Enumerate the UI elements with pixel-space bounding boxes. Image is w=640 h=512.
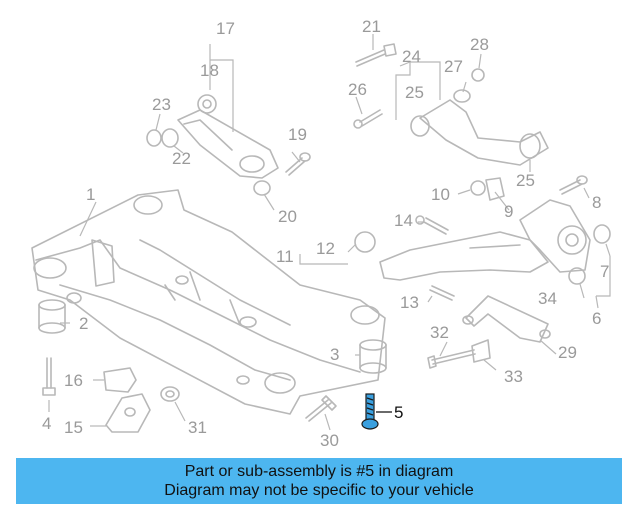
callout-2: 2 bbox=[79, 314, 88, 333]
callout-30: 30 bbox=[320, 431, 339, 450]
callout-33: 33 bbox=[504, 367, 523, 386]
callout-27: 27 bbox=[444, 57, 463, 76]
bushing-7-part bbox=[593, 224, 611, 244]
callout-31: 31 bbox=[188, 418, 207, 437]
nut-23-part bbox=[146, 129, 162, 147]
callout-13: 13 bbox=[400, 293, 419, 312]
callout-9: 9 bbox=[504, 202, 513, 221]
callout-1: 1 bbox=[86, 185, 95, 204]
callout-3: 3 bbox=[330, 345, 339, 364]
callout-19: 19 bbox=[288, 125, 307, 144]
callout-8: 8 bbox=[592, 193, 601, 212]
callout-17: 17 bbox=[216, 19, 235, 38]
bushing-2-part bbox=[38, 299, 66, 334]
bolt-32-part bbox=[427, 349, 476, 369]
control-arm-24-part bbox=[410, 99, 549, 166]
callout-16: 16 bbox=[64, 371, 83, 390]
bushing-3-part bbox=[359, 339, 387, 374]
callout-7: 7 bbox=[600, 262, 609, 281]
nut-28-part bbox=[471, 68, 485, 82]
subframe-part bbox=[31, 189, 386, 415]
bushing-20-part bbox=[253, 180, 271, 196]
bushing-18-part bbox=[197, 94, 217, 114]
washer-22-part bbox=[161, 128, 179, 148]
knuckle-part bbox=[519, 199, 591, 273]
callout-5: 5 bbox=[394, 403, 403, 422]
bracket-33-part bbox=[471, 339, 491, 363]
callout-25-lower: 25 bbox=[516, 171, 535, 190]
callout-21: 21 bbox=[362, 17, 381, 36]
bolt-26-part bbox=[353, 109, 383, 129]
bolt-4-part bbox=[42, 357, 56, 396]
bolt-13-part bbox=[429, 285, 455, 301]
link-29-part bbox=[462, 295, 551, 343]
callout-18: 18 bbox=[200, 61, 219, 80]
callout-26: 26 bbox=[348, 80, 367, 99]
bolt-19-part bbox=[285, 152, 311, 176]
callout-11: 11 bbox=[276, 247, 294, 266]
callout-29: 29 bbox=[558, 343, 577, 362]
lower-arm-11-part bbox=[354, 231, 549, 281]
bracket-15-part bbox=[105, 393, 151, 433]
callout-4: 4 bbox=[42, 414, 51, 433]
callout-15: 15 bbox=[64, 418, 83, 437]
callout-6: 6 bbox=[592, 309, 601, 328]
info-banner: Part or sub-assembly is #5 in diagram Di… bbox=[16, 458, 622, 504]
bushing-10-part bbox=[470, 180, 486, 196]
callout-14: 14 bbox=[394, 211, 413, 230]
callout-22: 22 bbox=[172, 149, 191, 168]
callout-20: 20 bbox=[278, 207, 297, 226]
callout-10: 10 bbox=[431, 185, 450, 204]
callout-34: 34 bbox=[538, 289, 557, 308]
callout-24: 24 bbox=[402, 47, 421, 66]
callout-28: 28 bbox=[470, 35, 489, 54]
bolt-5-highlighted bbox=[361, 393, 379, 430]
bushing-34-part bbox=[568, 267, 586, 285]
callout-23: 23 bbox=[152, 95, 171, 114]
callout-25-upper: 25 bbox=[405, 83, 424, 102]
bracket-9-part bbox=[485, 177, 505, 201]
banner-line-2: Diagram may not be specific to your vehi… bbox=[164, 482, 474, 499]
control-arm-17-part bbox=[177, 109, 279, 179]
bolt-8-part bbox=[559, 175, 588, 195]
mount-16-part bbox=[103, 367, 137, 393]
bolt-30-part bbox=[305, 395, 337, 422]
callout-32: 32 bbox=[430, 323, 449, 342]
bolt-21-part bbox=[355, 43, 397, 67]
washer-27-part bbox=[453, 89, 471, 103]
bolt-14-part bbox=[415, 215, 449, 235]
banner-line-1: Part or sub-assembly is #5 in diagram bbox=[184, 463, 454, 480]
callout-12: 12 bbox=[316, 239, 335, 258]
bushing-31-part bbox=[160, 386, 180, 402]
